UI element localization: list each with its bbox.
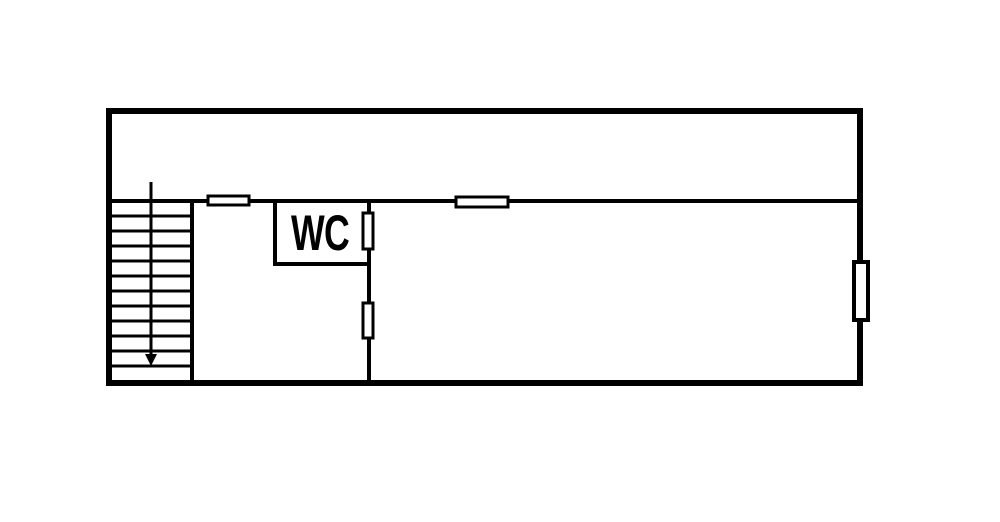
door-wc <box>361 211 375 251</box>
outer-wall <box>106 108 863 386</box>
door-corridor-center <box>454 195 510 209</box>
wc-room <box>273 199 371 266</box>
door-corridor-left <box>206 194 251 207</box>
door-room <box>361 301 375 340</box>
wc-label: WC <box>291 205 349 261</box>
window-right <box>852 260 870 322</box>
arrow-head-icon <box>145 354 157 366</box>
